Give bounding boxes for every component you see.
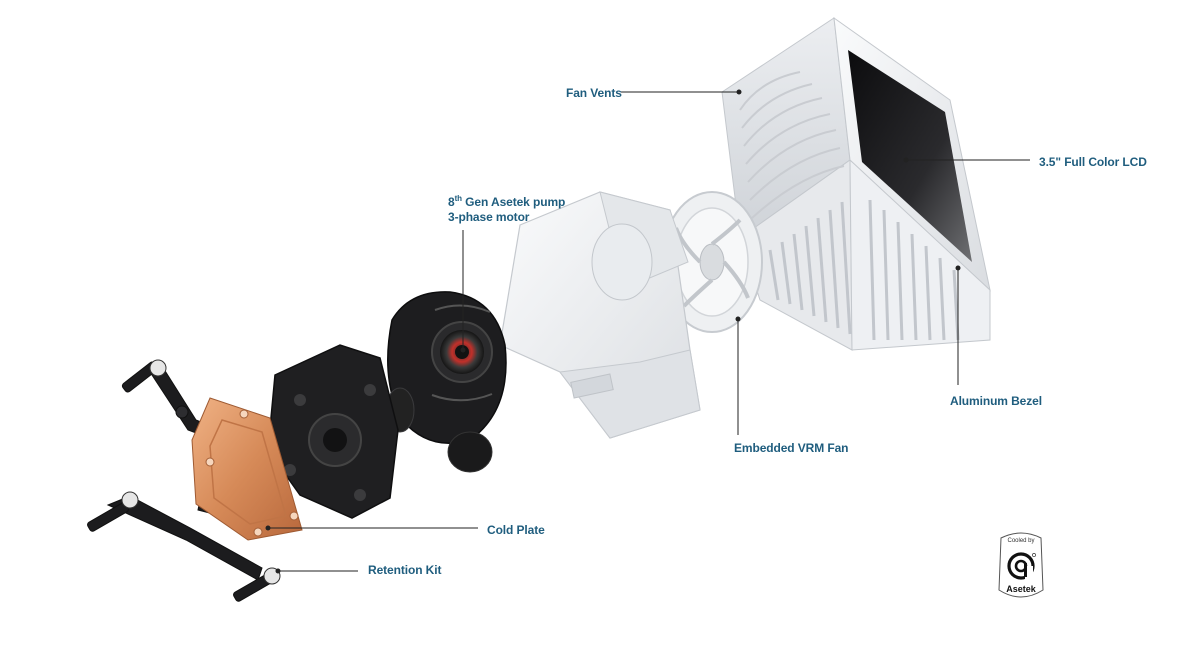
lcd-housing <box>721 16 991 351</box>
cold-plate <box>191 397 303 541</box>
vrm-fan <box>661 191 763 333</box>
leader-lines <box>265 89 1030 574</box>
badge-brand: Asetek <box>1006 584 1036 594</box>
lcd-screen <box>848 50 972 262</box>
label-pump-prefix: 8 <box>448 195 455 209</box>
label-pump-line2: 3-phase motor <box>448 210 530 224</box>
label-pump: 8th Gen Asetek pump 3-phase motor <box>448 195 565 225</box>
pump-shroud <box>499 191 701 439</box>
asetek-badge: Cooled by Asetek <box>993 530 1049 604</box>
label-pump-sup: th <box>454 194 462 203</box>
grille-slots <box>768 199 960 341</box>
asetek-logo-icon <box>1007 552 1036 580</box>
label-pump-suffix: Gen Asetek pump <box>461 195 566 209</box>
label-fan-vents: Fan Vents <box>566 86 622 100</box>
pump-motor-housing <box>385 291 507 473</box>
fan-vents <box>739 71 845 219</box>
label-lcd: 3.5" Full Color LCD <box>1039 155 1147 169</box>
label-pump-line1: 8th Gen Asetek pump <box>448 195 565 210</box>
badge-cooled-by: Cooled by <box>1007 538 1035 544</box>
label-retention-kit: Retention Kit <box>368 563 442 577</box>
label-vrm-fan: Embedded VRM Fan <box>734 441 849 455</box>
label-aluminum-bezel: Aluminum Bezel <box>950 394 1042 408</box>
pump-chamber <box>267 344 399 519</box>
badge-outline <box>998 532 1044 598</box>
label-cold-plate: Cold Plate <box>487 523 545 537</box>
